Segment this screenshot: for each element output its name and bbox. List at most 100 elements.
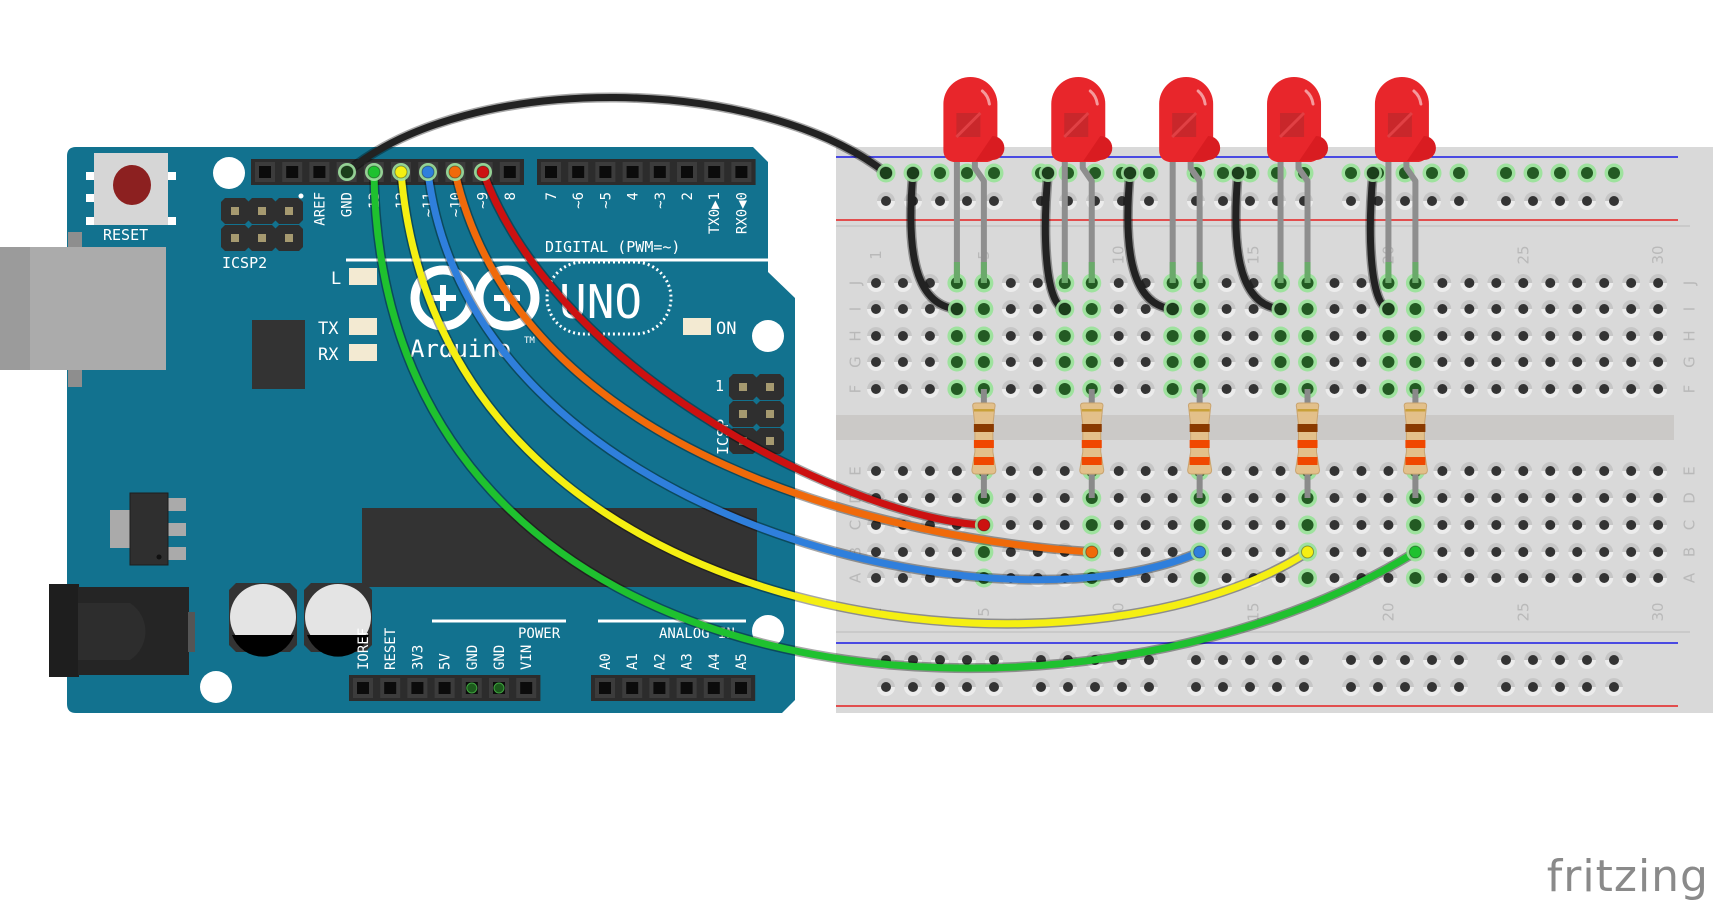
breadboard-hole[interactable] bbox=[1190, 299, 1210, 319]
breadboard-hole[interactable] bbox=[958, 192, 976, 210]
breadboard-hole[interactable] bbox=[1109, 489, 1128, 507]
breadboard-hole[interactable] bbox=[1352, 516, 1371, 534]
breadboard-hole[interactable] bbox=[1514, 327, 1533, 345]
breadboard-hole[interactable] bbox=[1214, 651, 1232, 669]
breadboard-hole[interactable] bbox=[1551, 651, 1569, 669]
breadboard-hole[interactable] bbox=[1268, 651, 1286, 669]
breadboard-hole[interactable] bbox=[1271, 489, 1290, 507]
breadboard-hole[interactable] bbox=[1001, 327, 1020, 345]
breadboard-hole[interactable] bbox=[1271, 462, 1290, 480]
breadboard-hole[interactable] bbox=[1352, 462, 1371, 480]
breadboard-hole[interactable] bbox=[1460, 569, 1479, 587]
breadboard-hole[interactable] bbox=[1433, 327, 1452, 345]
breadboard-hole[interactable] bbox=[1190, 352, 1210, 372]
breadboard-hole[interactable] bbox=[1241, 192, 1259, 210]
breadboard-hole[interactable] bbox=[867, 380, 885, 398]
breadboard-hole[interactable] bbox=[1244, 543, 1263, 561]
breadboard-hole[interactable] bbox=[893, 462, 912, 480]
breadboard-hole[interactable] bbox=[1541, 327, 1560, 345]
breadboard-hole[interactable] bbox=[893, 489, 912, 507]
breadboard-hole[interactable] bbox=[1487, 300, 1506, 318]
breadboard-hole[interactable] bbox=[1271, 516, 1290, 534]
breadboard-hole[interactable] bbox=[904, 678, 922, 696]
breadboard-hole[interactable] bbox=[1136, 489, 1155, 507]
breadboard-hole[interactable] bbox=[893, 327, 912, 345]
breadboard-hole[interactable] bbox=[1325, 327, 1344, 345]
breadboard-hole[interactable] bbox=[1649, 462, 1668, 480]
breadboard-hole[interactable] bbox=[1028, 300, 1047, 318]
breadboard-hole[interactable] bbox=[1325, 516, 1344, 534]
breadboard-hole[interactable] bbox=[1568, 462, 1587, 480]
breadboard-hole[interactable] bbox=[1271, 352, 1291, 372]
breadboard-hole[interactable] bbox=[1109, 543, 1128, 561]
breadboard-hole[interactable] bbox=[1622, 327, 1641, 345]
breadboard-hole[interactable] bbox=[1541, 462, 1560, 480]
breadboard-hole[interactable] bbox=[920, 380, 939, 398]
breadboard-hole[interactable] bbox=[867, 353, 885, 371]
breadboard-hole[interactable] bbox=[920, 353, 939, 371]
breadboard-hole[interactable] bbox=[1214, 192, 1232, 210]
breadboard-hole[interactable] bbox=[930, 163, 950, 183]
breadboard-hole[interactable] bbox=[1379, 516, 1398, 534]
breadboard-hole[interactable] bbox=[1136, 543, 1155, 561]
breadboard-hole[interactable] bbox=[1595, 516, 1614, 534]
breadboard-hole[interactable] bbox=[1433, 300, 1452, 318]
breadboard-hole[interactable] bbox=[1055, 489, 1074, 507]
breadboard-hole[interactable] bbox=[1244, 516, 1263, 534]
breadboard-hole[interactable] bbox=[1433, 489, 1452, 507]
breadboard-hole[interactable] bbox=[1605, 192, 1623, 210]
breadboard-hole[interactable] bbox=[1622, 569, 1641, 587]
breadboard-hole[interactable] bbox=[1379, 462, 1398, 480]
breadboard-hole[interactable] bbox=[1379, 489, 1398, 507]
breadboard-hole[interactable] bbox=[985, 678, 1003, 696]
breadboard-hole[interactable] bbox=[1082, 326, 1102, 346]
breadboard-hole[interactable] bbox=[947, 543, 966, 561]
header-pin[interactable] bbox=[384, 682, 397, 694]
breadboard-hole[interactable] bbox=[1514, 569, 1533, 587]
breadboard-hole[interactable] bbox=[1487, 516, 1506, 534]
breadboard-hole[interactable] bbox=[1342, 651, 1360, 669]
breadboard-hole[interactable] bbox=[1163, 462, 1182, 480]
breadboard-hole[interactable] bbox=[1139, 163, 1159, 183]
breadboard-hole[interactable] bbox=[1649, 380, 1668, 398]
breadboard-hole[interactable] bbox=[1342, 678, 1360, 696]
breadboard-hole[interactable] bbox=[931, 678, 949, 696]
breadboard-hole[interactable] bbox=[1622, 274, 1641, 292]
led[interactable] bbox=[1267, 77, 1329, 283]
breadboard-hole[interactable] bbox=[1568, 327, 1587, 345]
breadboard-hole[interactable] bbox=[1487, 380, 1506, 398]
breadboard-hole[interactable] bbox=[1622, 380, 1641, 398]
led[interactable] bbox=[1159, 77, 1221, 283]
breadboard-hole[interactable] bbox=[1450, 192, 1468, 210]
breadboard-hole[interactable] bbox=[1514, 380, 1533, 398]
breadboard-hole[interactable] bbox=[1163, 326, 1183, 346]
header-pin[interactable] bbox=[357, 682, 369, 694]
jumper-wire[interactable] bbox=[1122, 168, 1178, 314]
breadboard-hole[interactable] bbox=[1524, 192, 1542, 210]
breadboard-hole[interactable] bbox=[1649, 489, 1668, 507]
breadboard-hole[interactable] bbox=[1028, 274, 1047, 292]
breadboard-hole[interactable] bbox=[1514, 516, 1533, 534]
breadboard-hole[interactable] bbox=[1059, 192, 1077, 210]
breadboard-hole[interactable] bbox=[1604, 163, 1624, 183]
breadboard-hole[interactable] bbox=[1217, 300, 1236, 318]
pin13-wire[interactable] bbox=[369, 167, 1421, 673]
breadboard-hole[interactable] bbox=[1217, 462, 1236, 480]
breadboard-hole[interactable] bbox=[1140, 192, 1158, 210]
breadboard-hole[interactable] bbox=[1487, 274, 1506, 292]
breadboard-hole[interactable] bbox=[1595, 274, 1614, 292]
breadboard-hole[interactable] bbox=[1595, 543, 1614, 561]
breadboard-hole[interactable] bbox=[1568, 353, 1587, 371]
pin9-wire[interactable] bbox=[478, 167, 989, 530]
header-pin[interactable] bbox=[626, 682, 639, 694]
breadboard-hole[interactable] bbox=[1369, 651, 1387, 669]
breadboard-hole[interactable] bbox=[1433, 569, 1452, 587]
breadboard-hole[interactable] bbox=[1187, 678, 1205, 696]
breadboard-hole[interactable] bbox=[1055, 352, 1075, 372]
breadboard-hole[interactable] bbox=[1298, 568, 1318, 588]
breadboard-hole[interactable] bbox=[920, 462, 939, 480]
breadboard-hole[interactable] bbox=[1298, 352, 1318, 372]
breadboard-hole[interactable] bbox=[1136, 462, 1155, 480]
breadboard-hole[interactable] bbox=[1001, 353, 1020, 371]
breadboard-hole[interactable] bbox=[1568, 569, 1587, 587]
